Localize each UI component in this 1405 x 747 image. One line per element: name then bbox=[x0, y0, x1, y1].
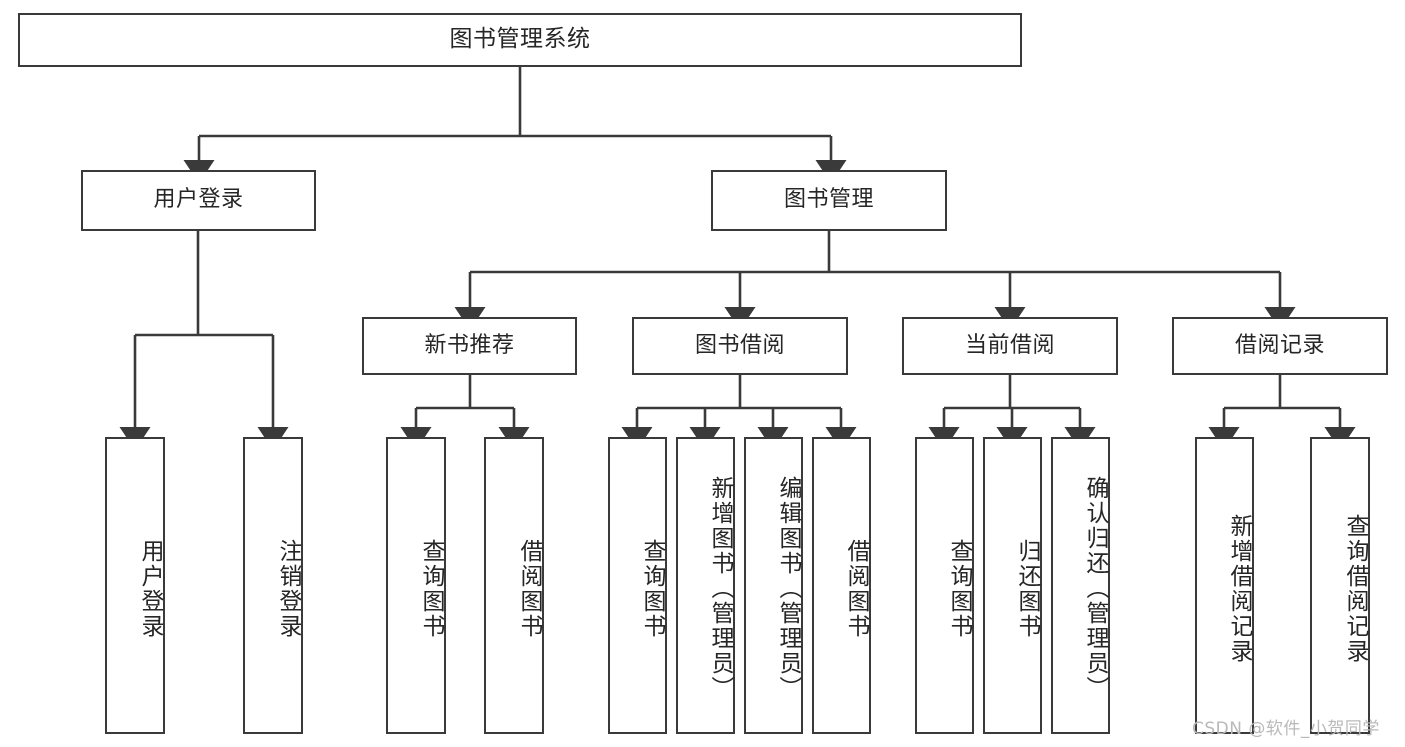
leaf-query-book-recommend[interactable]: 查询图书 bbox=[386, 437, 446, 734]
csdn-watermark: CSDN @软件_小贺同学 bbox=[1192, 719, 1380, 739]
leaf-query-book-current[interactable]: 查询图书 bbox=[915, 437, 974, 734]
leaf-query-borrow-record[interactable]: 查询借阅记录 bbox=[1310, 437, 1370, 734]
node-borrow-record[interactable]: 借阅记录 bbox=[1172, 317, 1388, 375]
node-book-management[interactable]: 图书管理 bbox=[711, 170, 947, 231]
leaf-add-book-admin[interactable]: 新增图书（管理员） bbox=[676, 437, 735, 734]
leaf-borrow-book-recommend[interactable]: 借阅图书 bbox=[484, 437, 544, 734]
node-current-borrow[interactable]: 当前借阅 bbox=[902, 317, 1118, 375]
leaf-return-book[interactable]: 归还图书 bbox=[983, 437, 1042, 734]
leaf-add-borrow-record[interactable]: 新增借阅记录 bbox=[1195, 437, 1254, 734]
leaf-logout[interactable]: 注销登录 bbox=[243, 437, 303, 734]
leaf-user-login[interactable]: 用户登录 bbox=[105, 437, 165, 734]
leaf-edit-book-admin[interactable]: 编辑图书（管理员） bbox=[744, 437, 803, 734]
node-book-borrow[interactable]: 图书借阅 bbox=[632, 317, 848, 375]
node-root-system[interactable]: 图书管理系统 bbox=[18, 13, 1022, 67]
leaf-confirm-return-admin[interactable]: 确认归还（管理员） bbox=[1051, 437, 1110, 734]
leaf-borrow-book[interactable]: 借阅图书 bbox=[812, 437, 871, 734]
leaf-query-book-borrow[interactable]: 查询图书 bbox=[608, 437, 667, 734]
node-user-login[interactable]: 用户登录 bbox=[81, 170, 316, 231]
node-new-book-recommend[interactable]: 新书推荐 bbox=[362, 317, 577, 375]
